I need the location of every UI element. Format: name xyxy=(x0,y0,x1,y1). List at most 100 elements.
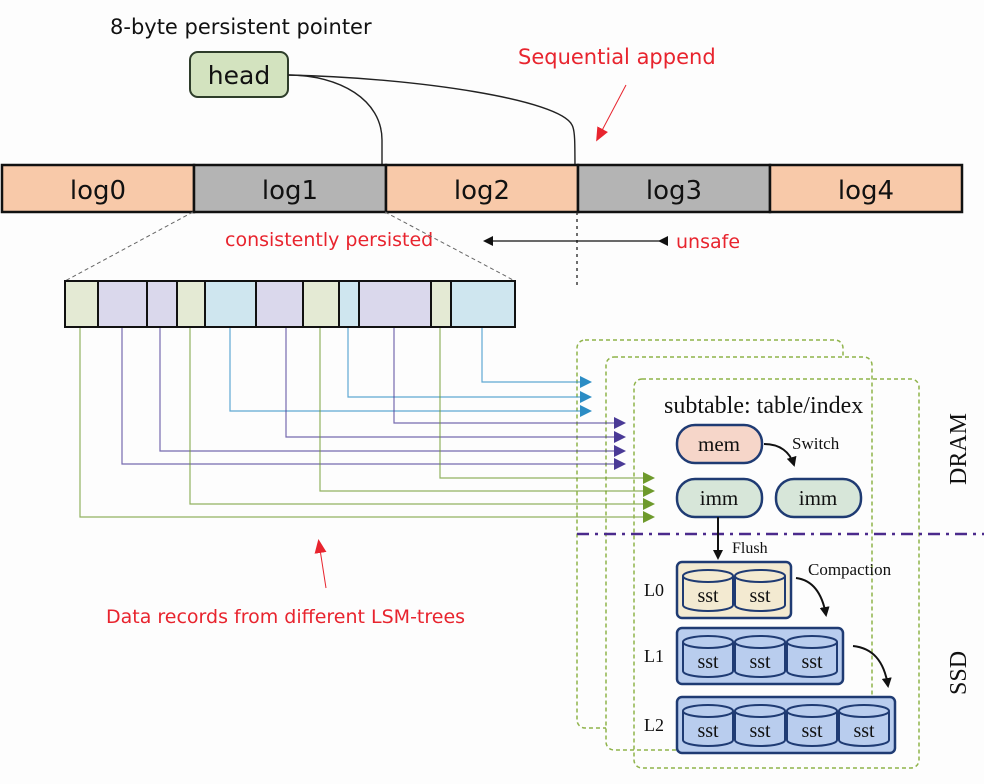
immutable-memtable-2-label: imm xyxy=(799,486,838,510)
record-connector-arrowhead xyxy=(580,391,592,403)
record-connector-arrowhead xyxy=(643,498,655,510)
sst-file[interactable] xyxy=(734,711,786,747)
record-cell[interactable] xyxy=(176,280,206,328)
log-segment-label: log1 xyxy=(262,176,318,206)
record-connector-arrowhead xyxy=(614,445,626,457)
record-connector-line xyxy=(121,327,616,465)
head-pointer-log3 xyxy=(287,74,580,182)
record-connector-line xyxy=(347,327,582,398)
sequential-append-label: Sequential append xyxy=(518,45,716,69)
sst-label: sst xyxy=(697,585,719,607)
record-cell[interactable] xyxy=(302,280,340,328)
pointer-caption: 8-byte persistent pointer xyxy=(110,15,372,39)
sst-file[interactable] xyxy=(682,711,734,747)
sst-file-top xyxy=(682,569,734,583)
record-cell[interactable] xyxy=(338,280,360,328)
log-bar: log0 log1 log2 log3 log4 xyxy=(0,163,964,214)
ssd-label: SSD xyxy=(946,651,972,695)
subtable-title: subtable: table/index xyxy=(664,393,863,419)
compaction-arrow-l1-l2 xyxy=(852,645,892,688)
sst-label: sst xyxy=(853,720,875,742)
records-caption: Data records from different LSM-trees xyxy=(106,606,465,628)
log-segment-label: log2 xyxy=(454,176,510,206)
record-connector-line xyxy=(79,327,645,518)
record-strip xyxy=(64,280,516,328)
record-connector-line xyxy=(285,327,616,438)
sst-file[interactable] xyxy=(734,642,786,678)
unsafe-label: unsafe xyxy=(676,231,740,253)
record-cell[interactable] xyxy=(97,280,148,328)
head-pointer-log1 xyxy=(287,74,387,182)
sst-file-top xyxy=(734,569,786,583)
sst-file-top xyxy=(734,635,786,649)
record-connector-arrowhead xyxy=(643,485,655,497)
sst-label: sst xyxy=(697,651,719,673)
log-segment-log2[interactable] xyxy=(384,163,580,214)
immutable-memtable-2[interactable] xyxy=(774,477,863,519)
sst-label: sst xyxy=(801,720,823,742)
sst-file[interactable] xyxy=(786,642,838,678)
record-connector-arrowhead xyxy=(643,472,655,484)
level-label: L2 xyxy=(644,715,664,735)
switch-arrow xyxy=(763,443,797,467)
record-connector-line xyxy=(393,327,616,424)
record-cell[interactable] xyxy=(255,280,304,328)
memtable-label: mem xyxy=(698,432,740,456)
log-segment-log4[interactable] xyxy=(768,163,964,214)
sst-file-top xyxy=(786,704,838,718)
sst-file[interactable] xyxy=(786,711,838,747)
record-cell[interactable] xyxy=(450,280,516,328)
sst-file[interactable] xyxy=(838,711,890,747)
record-connector-arrowhead xyxy=(643,511,655,523)
consistently-persisted-label: consistently persisted xyxy=(225,229,433,251)
immutable-memtable-1[interactable] xyxy=(675,477,764,519)
switch-label: Switch xyxy=(792,434,840,453)
sequential-append-arrow xyxy=(596,84,627,142)
flush-label: Flush xyxy=(732,540,768,557)
sst-file[interactable] xyxy=(734,576,786,612)
sst-file-top xyxy=(734,704,786,718)
sst-file-top xyxy=(682,635,734,649)
record-connector-line xyxy=(229,327,582,412)
log-segment-label: log3 xyxy=(646,176,702,206)
record-cell[interactable] xyxy=(204,280,257,328)
head-label: head xyxy=(208,61,270,90)
sst-label: sst xyxy=(749,720,771,742)
record-cell[interactable] xyxy=(64,280,99,328)
level-label: L1 xyxy=(644,646,664,666)
sst-file[interactable] xyxy=(682,642,734,678)
records-caption-arrow xyxy=(314,539,327,589)
sst-file-top xyxy=(838,704,890,718)
record-connector-line xyxy=(439,327,645,479)
record-connector-arrowhead xyxy=(614,458,626,470)
sst-file-top xyxy=(682,704,734,718)
record-cell[interactable] xyxy=(146,280,178,328)
dram-label: DRAM xyxy=(946,413,972,485)
sst-label: sst xyxy=(749,585,771,607)
sst-label: sst xyxy=(749,651,771,673)
record-connector-line xyxy=(481,327,582,383)
subtable-frame-front xyxy=(633,378,920,769)
memtable[interactable] xyxy=(675,423,764,465)
record-cell[interactable] xyxy=(430,280,452,328)
record-connector-line xyxy=(319,327,645,492)
record-connector-line xyxy=(159,327,616,452)
record-connector-line xyxy=(189,327,645,505)
compaction-arrow-l0-l1 xyxy=(795,577,830,617)
sst-label: sst xyxy=(801,651,823,673)
record-connector-arrowhead xyxy=(580,405,592,417)
record-connector-arrowhead xyxy=(614,417,626,429)
level-label: L0 xyxy=(644,580,664,600)
record-cell[interactable] xyxy=(358,280,432,328)
sst-file[interactable] xyxy=(682,576,734,612)
log-segment-label: log0 xyxy=(70,176,126,206)
sst-label: sst xyxy=(697,720,719,742)
sst-file-top xyxy=(786,635,838,649)
record-connector-arrowhead xyxy=(580,376,592,388)
log-segment-label: log4 xyxy=(838,176,894,206)
immutable-memtable-1-label: imm xyxy=(700,486,739,510)
compaction-label: Compaction xyxy=(808,560,892,579)
